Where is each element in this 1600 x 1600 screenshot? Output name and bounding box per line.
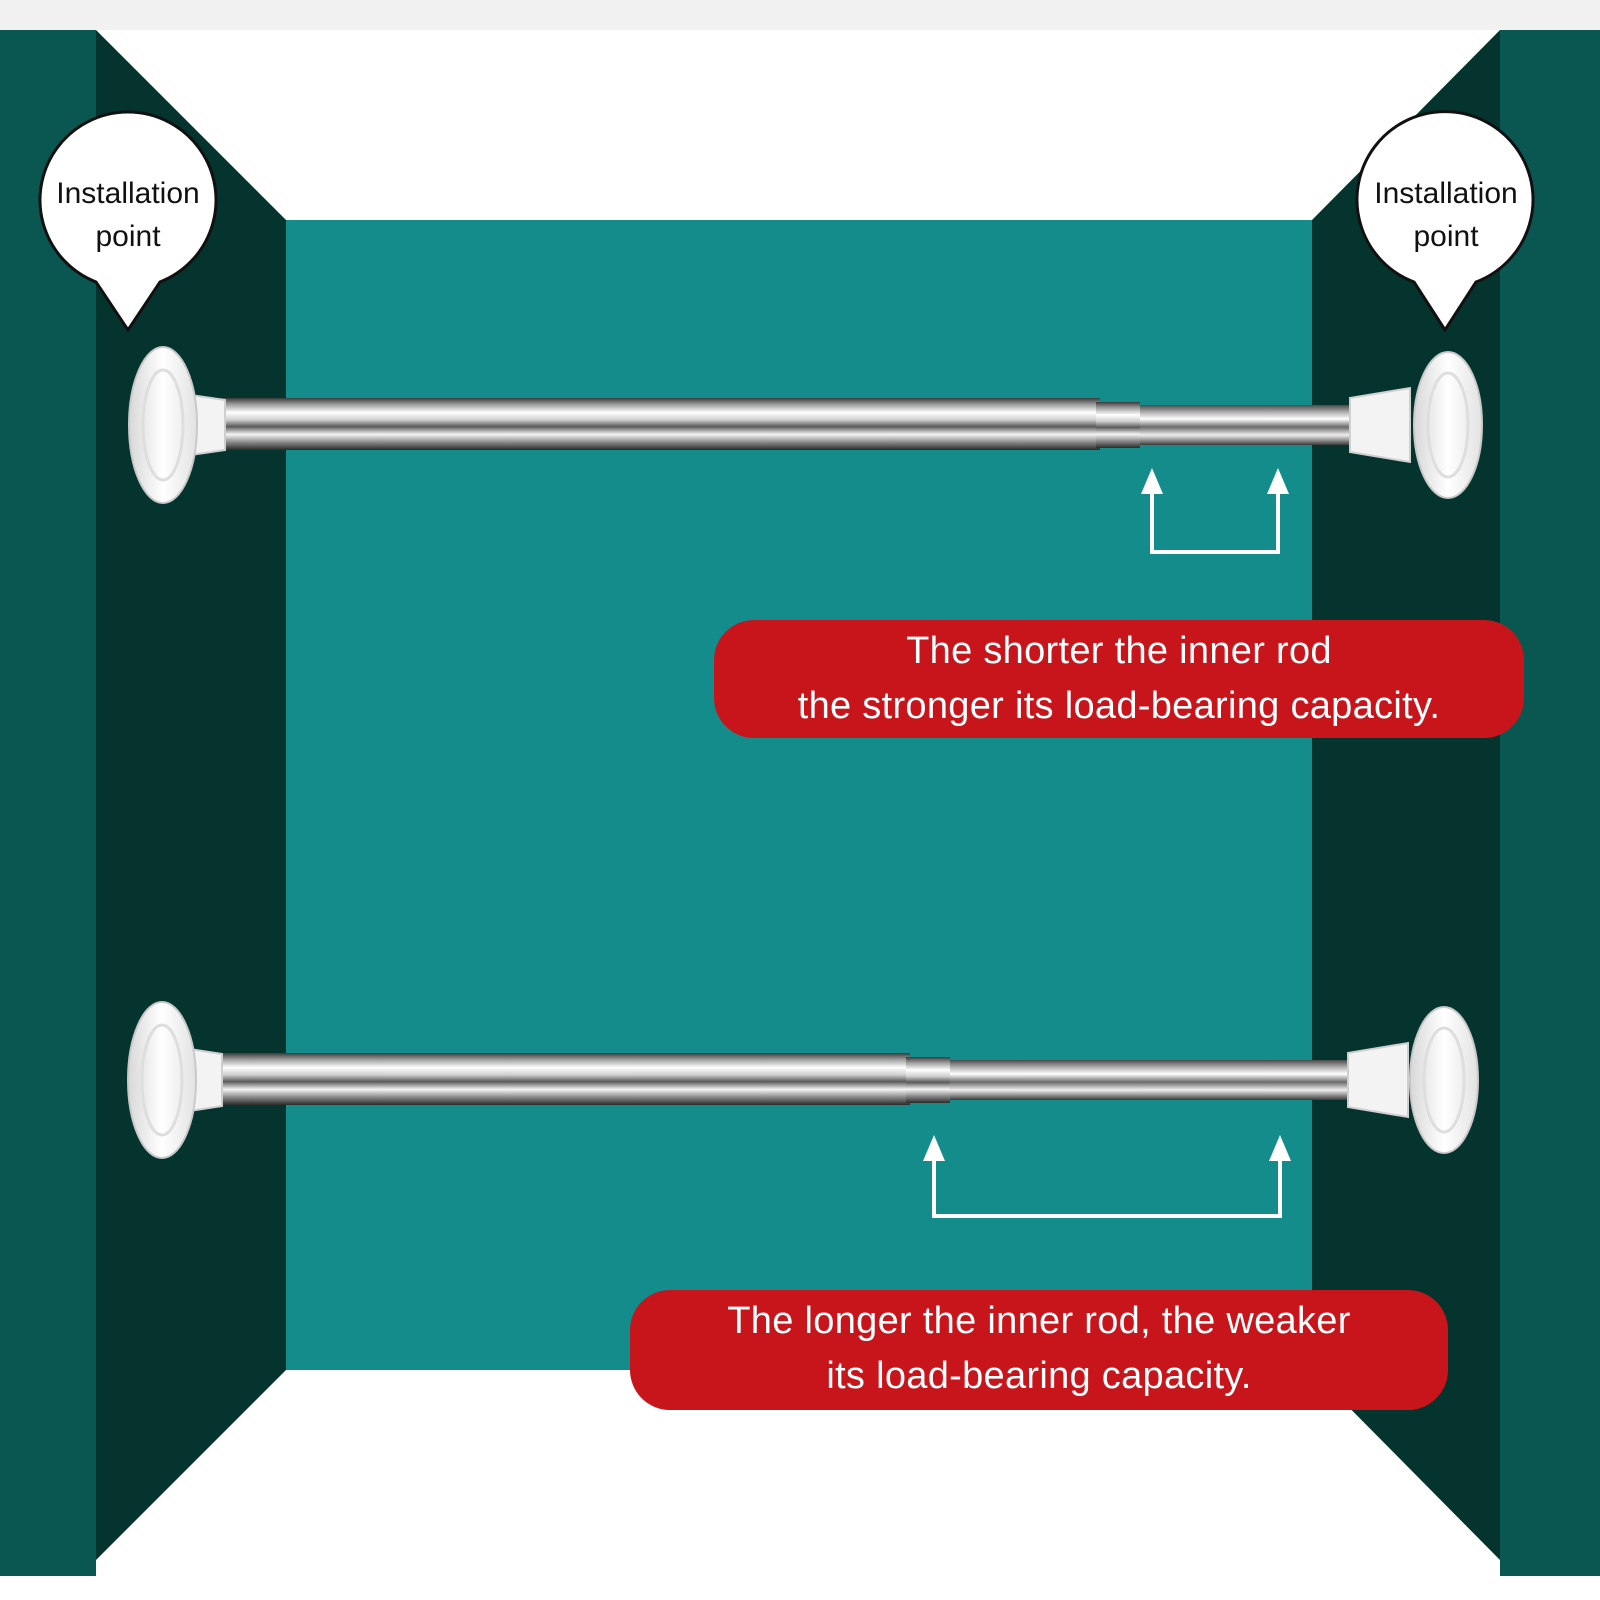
lower-rod-joint: [906, 1057, 950, 1103]
long-rod-callout: The longer the inner rod, the weaker its…: [630, 1290, 1448, 1410]
short-rod-callout-line-1: The shorter the inner rod: [906, 630, 1332, 672]
arrow-up-icon: [1269, 1135, 1291, 1161]
upper-rod-outer-tube: [210, 398, 1100, 450]
left-label-line-1: Installation: [56, 177, 200, 210]
right-bubble-shape: [1355, 110, 1535, 333]
upper-right-cap-rim: [1426, 371, 1470, 479]
lower-tension-rod: [127, 1001, 1479, 1159]
lower-bracket-line: [932, 1155, 1282, 1218]
left-bubble-shape: [38, 110, 218, 333]
right-label-line-1: Installation: [1374, 177, 1518, 210]
right-installation-point-label: Installation point: [1358, 172, 1534, 258]
arrow-up-icon: [1267, 468, 1289, 494]
lower-right-sleeve: [1347, 1041, 1409, 1119]
upper-right-sleeve: [1349, 386, 1411, 464]
ceiling-strip: [0, 0, 1600, 30]
lower-rod-inner-tube: [950, 1060, 1360, 1100]
upper-bracket-line: [1150, 488, 1280, 554]
speech-bubble-icon: [38, 110, 218, 333]
upper-right-end-cap: [1413, 351, 1483, 499]
upper-inner-length-indicator: [1141, 468, 1289, 554]
upper-rod-joint: [1096, 402, 1140, 448]
right-outer-wall: [1500, 30, 1600, 1576]
upper-left-end-cap: [128, 346, 198, 504]
speech-bubble-icon: [1355, 110, 1535, 333]
lower-right-cap-rim: [1422, 1026, 1466, 1134]
arrow-up-icon: [1141, 468, 1163, 494]
left-outer-wall: [0, 30, 96, 1576]
left-installation-point-label: Installation point: [40, 172, 216, 258]
back-wall: [286, 220, 1312, 1370]
lower-right-end-cap: [1409, 1006, 1479, 1154]
lower-left-cap-rim: [140, 1023, 184, 1137]
short-rod-callout: The shorter the inner rod the stronger i…: [714, 620, 1524, 738]
upper-left-cap-rim: [141, 368, 185, 482]
arrow-up-icon: [923, 1135, 945, 1161]
short-rod-callout-line-2: the stronger its load-bearing capacity.: [797, 685, 1441, 727]
right-label-line-2: point: [1413, 220, 1479, 253]
lower-rod-outer-tube: [210, 1053, 910, 1105]
lower-left-end-cap: [127, 1001, 197, 1159]
long-rod-callout-line-2: its load-bearing capacity.: [826, 1355, 1252, 1397]
lower-inner-length-indicator: [923, 1135, 1291, 1218]
left-label-line-2: point: [95, 220, 161, 253]
upper-tension-rod: [128, 346, 1483, 504]
upper-rod-inner-tube: [1140, 405, 1360, 445]
long-rod-callout-line-1: The longer the inner rod, the weaker: [727, 1300, 1351, 1342]
